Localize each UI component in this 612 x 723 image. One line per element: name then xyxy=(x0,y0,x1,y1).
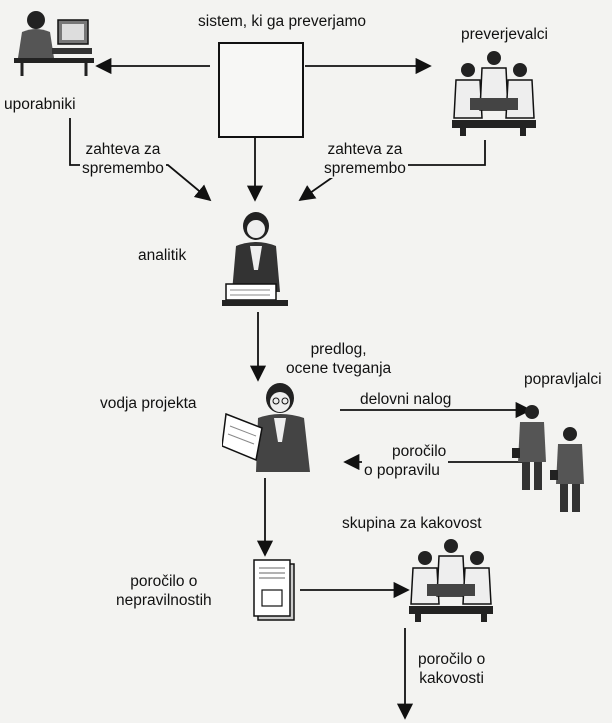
change-request-right-line2: spremembo xyxy=(324,160,406,177)
anomaly-report-line2: nepravilnostih xyxy=(116,592,212,609)
change-request-left-label: zahteva za spremembo xyxy=(80,140,166,178)
user-at-computer-icon xyxy=(14,11,94,76)
proposal-line1: predlog, xyxy=(310,341,367,358)
verifiers-label: preverjevalci xyxy=(459,25,551,44)
anomaly-report-label: poročilo o nepravilnostih xyxy=(114,572,214,610)
proposal-line2: ocene tveganja xyxy=(286,360,392,377)
quality-group-icon xyxy=(409,539,493,622)
change-request-left-line1: zahteva za xyxy=(85,141,161,158)
change-request-right-label: zahteva za spremembo xyxy=(322,140,408,178)
verifier-group-icon xyxy=(452,51,536,136)
repairers-label: popravljalci xyxy=(522,370,604,389)
change-request-left-line2: spremembo xyxy=(82,160,164,177)
users-label: uporabniki xyxy=(2,95,78,114)
repair-report-line1: poročilo xyxy=(392,443,447,460)
quality-report-line2: kakovosti xyxy=(419,670,484,687)
work-order-label: delovni nalog xyxy=(358,390,454,409)
change-request-right-line1: zahteva za xyxy=(327,141,403,158)
analyst-icon xyxy=(222,212,288,306)
analyst-label: analitik xyxy=(136,246,189,265)
quality-report-label: poročilo o kakovosti xyxy=(416,650,488,688)
repair-report-line2: o popravilu xyxy=(364,462,440,479)
report-document-icon xyxy=(253,559,295,621)
repair-report-label: poročilo o popravilu xyxy=(362,442,449,480)
system-label: sistem, ki ga preverjamo xyxy=(196,12,368,31)
system-box xyxy=(218,42,304,138)
arrow-verifiers-request xyxy=(298,140,486,202)
project-lead-label: vodja projekta xyxy=(98,394,199,413)
proposal-label: predlog, ocene tveganja xyxy=(284,340,394,378)
anomaly-report-line1: poročilo o xyxy=(130,573,198,590)
project-lead-icon xyxy=(222,383,310,472)
repairers-icon xyxy=(512,405,584,512)
quality-report-line1: poročilo o xyxy=(418,651,486,668)
quality-group-label: skupina za kakovost xyxy=(340,514,484,533)
